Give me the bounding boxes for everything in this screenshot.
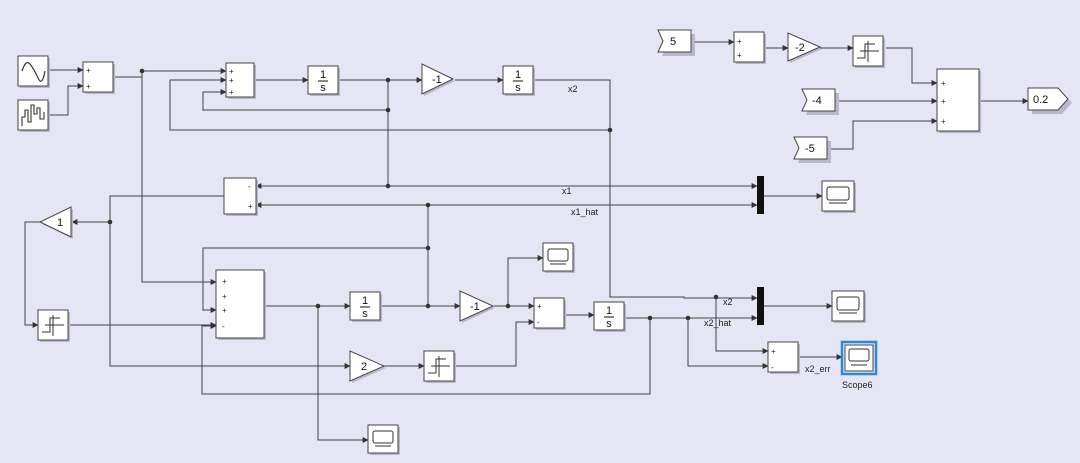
output-value: 0.2: [1033, 94, 1048, 106]
integrator-denominator: s: [606, 318, 612, 330]
constant-value: -4: [812, 95, 822, 107]
sum-block-integrator-input[interactable]: + -: [533, 297, 566, 330]
integrator-numerator: 1: [362, 295, 368, 307]
integrator-denominator: s: [515, 82, 521, 94]
sum-sign: +: [86, 82, 91, 91]
integrator-block[interactable]: 1 s: [307, 65, 340, 96]
scope6-label: Scope6: [842, 380, 873, 390]
sum-sign: +: [229, 76, 234, 85]
sum-sign: +: [941, 97, 946, 106]
gain-value: -2: [795, 42, 805, 54]
sum-sign: +: [941, 117, 946, 126]
integrator-numerator: 1: [515, 69, 521, 81]
gain-block-top[interactable]: -1: [421, 63, 455, 96]
signal-label-x2-err: x2_err: [805, 364, 831, 374]
scope-block[interactable]: [821, 180, 856, 213]
integrator-numerator: 1: [320, 69, 326, 81]
display-block[interactable]: 0.2: [1027, 87, 1072, 114]
mux-block[interactable]: [757, 176, 764, 214]
sum-sign: +: [737, 37, 742, 46]
constant-value: 5: [670, 36, 676, 48]
signal-label-x2-hat: x2_hat: [704, 318, 732, 328]
integrator-denominator: s: [362, 308, 368, 320]
scope6-block[interactable]: Scope6: [840, 340, 878, 390]
signal-label-x1: x1: [562, 186, 572, 196]
sum-sign: -: [537, 318, 540, 327]
saturation-block[interactable]: [423, 350, 456, 383]
wires: [24, 39, 1029, 443]
sum-sign: -: [771, 363, 774, 372]
integrator-block[interactable]: 1 s: [502, 65, 535, 96]
sum-sign: +: [771, 347, 776, 356]
sum-block-top-right[interactable]: + +: [733, 31, 766, 64]
sum-block-output[interactable]: + + +: [936, 68, 981, 133]
sum-block-x2-error[interactable]: + -: [767, 341, 800, 374]
integrator-block[interactable]: 1 s: [593, 301, 626, 332]
scope-block[interactable]: [831, 290, 866, 323]
sine-wave-source[interactable]: [17, 55, 50, 88]
sum-block-observer[interactable]: + + + -: [215, 269, 266, 340]
saturation-block[interactable]: [37, 309, 70, 342]
sum-sign: +: [86, 66, 91, 75]
gain-block-mid[interactable]: -1: [459, 290, 495, 323]
gain-block-left[interactable]: 1: [38, 206, 73, 239]
integrator-block[interactable]: 1 s: [349, 291, 382, 322]
gain-value: -1: [432, 74, 442, 86]
saturation-block[interactable]: [852, 35, 885, 68]
sum-sign: +: [248, 202, 253, 211]
constant-block[interactable]: 5: [657, 29, 695, 56]
gain-value: 1: [57, 217, 63, 229]
constant-block[interactable]: -4: [801, 88, 839, 115]
sum-sign: +: [222, 292, 227, 301]
constant-value: -5: [805, 143, 815, 155]
signal-label-x2-right: x2: [723, 297, 733, 307]
sum-sign: +: [537, 302, 542, 311]
sum-sign: +: [737, 51, 742, 60]
sum-sign: +: [222, 277, 227, 286]
random-source[interactable]: [17, 99, 50, 132]
sum-sign: -: [248, 182, 251, 191]
gain-block-two[interactable]: 2: [349, 350, 386, 383]
sum-sign: +: [222, 306, 227, 315]
sum-block-error[interactable]: - +: [223, 177, 258, 216]
signal-label-x2: x2: [568, 84, 578, 94]
gain-value: 2: [361, 361, 367, 373]
mux-block[interactable]: [757, 287, 764, 325]
constant-block[interactable]: -5: [793, 136, 831, 163]
signal-label-x1-hat: x1_hat: [571, 207, 599, 217]
gain-value: -1: [470, 301, 480, 313]
scope-block[interactable]: [367, 424, 400, 455]
gain-block-top-right[interactable]: -2: [787, 32, 822, 63]
scope-block[interactable]: [542, 242, 575, 273]
sum-sign: +: [941, 79, 946, 88]
sum-sign: +: [229, 88, 234, 97]
sum-sign: +: [229, 67, 234, 76]
sum-block-input[interactable]: + +: [82, 61, 115, 94]
integrator-numerator: 1: [606, 305, 612, 317]
sum-sign: -: [222, 322, 225, 331]
integrator-denominator: s: [320, 82, 326, 94]
junction-dots: [107, 68, 719, 321]
sum-block-top[interactable]: + + +: [225, 62, 256, 99]
